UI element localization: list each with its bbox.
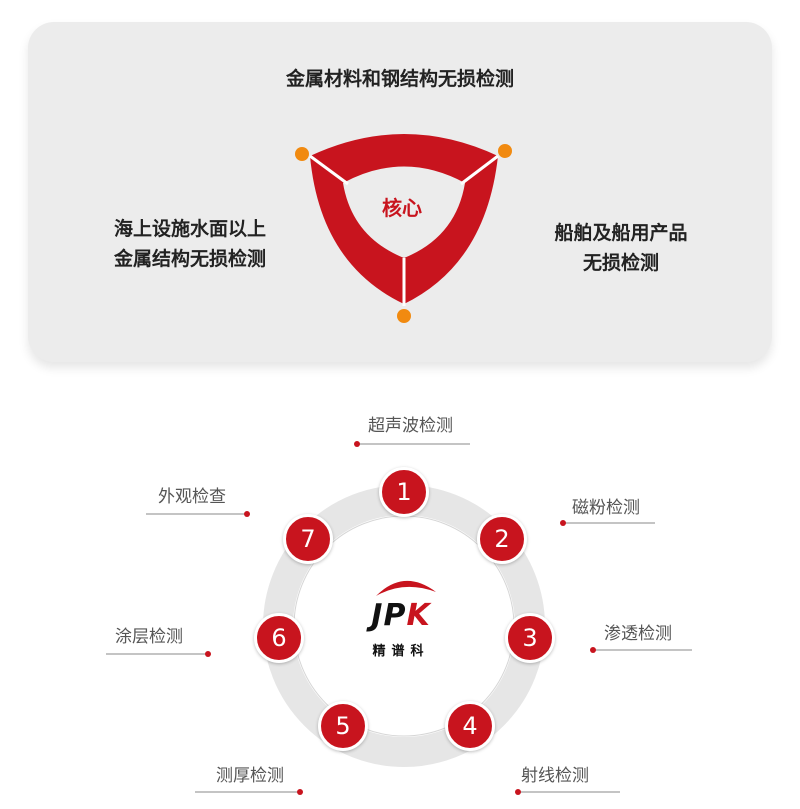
method-label-1: 超声波检测 [368,416,453,436]
orange-dot-left [295,147,309,161]
caption-top: 金属材料和钢结构无损检测 [285,68,514,90]
logo-letter-k: K [406,598,431,633]
method-label-4: 射线检测 [521,766,589,786]
caption-left-line1: 海上设施水面以上 [113,218,266,240]
node-2: 2 [477,514,527,564]
method-label-5: 测厚检测 [216,766,284,786]
method-label-2: 磁粉检测 [572,498,640,518]
node-1: 1 [379,467,429,517]
orange-dot-bottom [397,309,411,323]
caption-left-line2: 金属结构无损检测 [113,248,266,270]
node-7: 7 [283,514,333,564]
connector-lines [106,443,692,793]
logo-mark: JPK [360,598,442,633]
node-3: 3 [505,613,555,663]
connector-dots [205,441,596,795]
logo-letter-j: J [371,598,384,633]
logo-name: 精谱科 [372,644,430,659]
logo-letter-p: P [383,598,407,633]
orange-dot-right [498,144,512,158]
top-card [28,22,772,362]
node-5: 5 [318,701,368,751]
method-label-3: 渗透检测 [604,624,672,644]
node-4: 4 [445,701,495,751]
caption-right: 船舶及船用产品 无损检测 [528,218,714,278]
caption-right-line2: 无损检测 [582,252,659,274]
method-label-7: 外观检查 [158,487,226,507]
core-label: 核心 [382,196,422,220]
caption-left: 海上设施水面以上 金属结构无损检测 [96,214,284,274]
caption-right-line1: 船舶及船用产品 [554,222,688,244]
core-ring [310,134,498,304]
node-6: 6 [254,613,304,663]
core-diagram [295,134,512,323]
method-label-6: 涂层检测 [115,627,183,647]
logo-arc [376,580,436,596]
